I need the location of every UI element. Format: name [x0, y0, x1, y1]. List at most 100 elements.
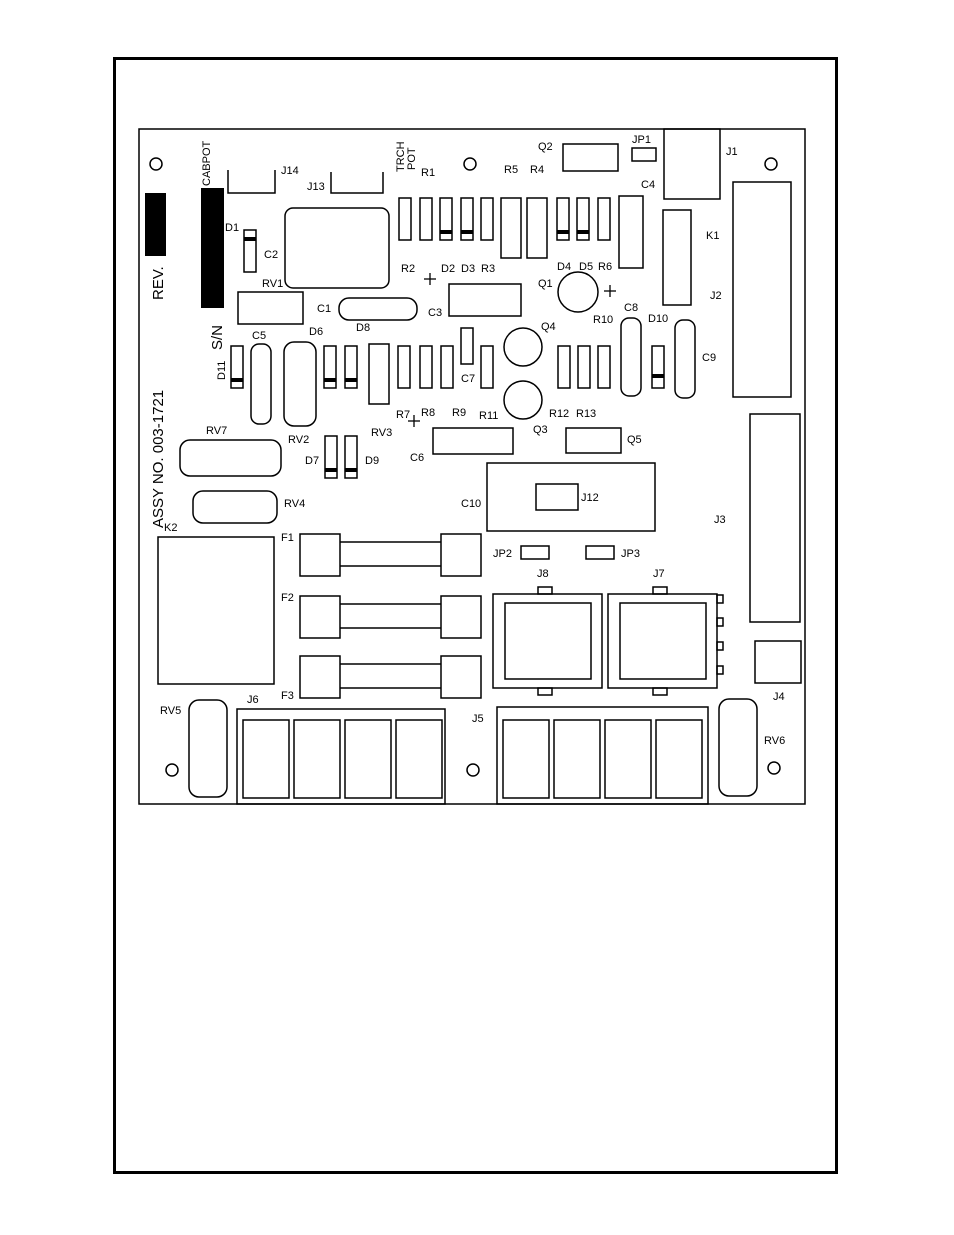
- label-rv3: RV3: [371, 427, 392, 439]
- label-c2: C2: [264, 249, 278, 261]
- jumper-jp1: [632, 148, 656, 161]
- label-d8: D8: [356, 322, 370, 334]
- label-f2: F2: [281, 592, 294, 604]
- label-d9: D9: [365, 455, 379, 467]
- capacitor-c9: [675, 320, 695, 398]
- label-j6: J6: [247, 694, 259, 706]
- label-c3: C3: [428, 307, 442, 319]
- label-d1: D1: [225, 222, 239, 234]
- resistor-r1: [420, 198, 432, 240]
- potentiometer-rv-top: [285, 208, 389, 288]
- label-d7: D7: [305, 455, 319, 467]
- label-rv2: RV2: [288, 434, 309, 446]
- label-d5: D5: [579, 261, 593, 273]
- resistor-r7: [398, 346, 410, 388]
- connector-j5: [497, 707, 708, 804]
- label-jp2: JP2: [493, 548, 512, 560]
- label-r4: R4: [530, 164, 544, 176]
- diode-band: [577, 230, 589, 234]
- connector-j13: [331, 172, 383, 193]
- transistor-q1: [558, 272, 598, 312]
- jumper-jp3: [586, 546, 614, 559]
- trimmer-rv7: [180, 440, 281, 476]
- mounting-hole: [166, 764, 178, 776]
- label-q1: Q1: [538, 278, 553, 290]
- rev-block: [145, 193, 166, 256]
- label-q2: Q2: [538, 141, 553, 153]
- label-q3: Q3: [533, 424, 548, 436]
- transistor-q2: [563, 144, 618, 171]
- sn-block: [201, 188, 224, 308]
- resistor-r6: [598, 198, 610, 240]
- mounting-hole: [464, 158, 476, 170]
- label-r13: R13: [576, 408, 596, 420]
- diode-band: [461, 230, 473, 234]
- transistor-q4: [504, 328, 542, 366]
- connector-j12: [536, 484, 578, 510]
- label-f3: F3: [281, 690, 294, 702]
- label-c7: C7: [461, 373, 475, 385]
- transistor-q3: [504, 381, 542, 419]
- label-q5: Q5: [627, 434, 642, 446]
- diode-band: [345, 468, 357, 472]
- label-c4: C4: [641, 179, 655, 191]
- label-r12: R12: [549, 408, 569, 420]
- label-d6: D6: [309, 326, 323, 338]
- label-k2: K2: [164, 522, 177, 534]
- diode-band: [652, 374, 664, 378]
- capacitor-c3: [449, 284, 521, 316]
- resistor-r3: [481, 198, 493, 240]
- resistor-rv3: [369, 344, 389, 404]
- fuse-f2: [300, 596, 481, 638]
- diode-d1: [244, 230, 256, 272]
- diode-band: [325, 468, 337, 472]
- label-r9: R9: [452, 407, 466, 419]
- label-c10: C10: [461, 498, 481, 510]
- connector-j8: [493, 587, 602, 695]
- sn-label: S/N: [209, 325, 226, 350]
- capacitor-c7: [461, 328, 473, 364]
- trimmer-rv4: [193, 491, 277, 523]
- label-r3: R3: [481, 263, 495, 275]
- diode-band: [440, 230, 452, 234]
- label-j2: J2: [710, 290, 722, 302]
- label-rv5: RV5: [160, 705, 181, 717]
- fuse-f3: [300, 656, 481, 698]
- label-j4: J4: [773, 691, 785, 703]
- capacitor-c5: [251, 344, 271, 424]
- connector-j7: [608, 587, 723, 695]
- label-c5: C5: [252, 330, 266, 342]
- label-j7: J7: [653, 568, 665, 580]
- label-rv4: RV4: [284, 498, 305, 510]
- label-jp1: JP1: [632, 134, 651, 146]
- resistor-r2: [399, 198, 411, 240]
- pot-label: POT: [406, 147, 418, 170]
- relay-k1: [663, 210, 691, 305]
- assy-number-label: ASSY NO. 003-1721: [150, 390, 167, 528]
- connector-j14: [228, 170, 275, 193]
- connector-j6: [237, 709, 445, 804]
- mounting-hole: [150, 158, 162, 170]
- resistor-r11: [481, 346, 493, 388]
- label-q4: Q4: [541, 321, 556, 333]
- label-j12: J12: [581, 492, 599, 504]
- trimmer-rv6: [719, 699, 757, 796]
- diode-d10: [652, 346, 664, 388]
- label-c1: C1: [317, 303, 331, 315]
- label-r10: R10: [593, 314, 613, 326]
- connector-j2: [733, 182, 791, 397]
- label-c9: C9: [702, 352, 716, 364]
- cabpot-label: CABPOT: [201, 140, 213, 186]
- resistor-r12: [558, 346, 570, 388]
- label-d3: D3: [461, 263, 475, 275]
- resistor-r9: [441, 346, 453, 388]
- trimmer-rv5: [189, 700, 227, 797]
- transistor-q5: [566, 428, 621, 453]
- trimmer-rv2: [284, 342, 316, 426]
- connector-j4: [755, 641, 801, 683]
- label-c8: C8: [624, 302, 638, 314]
- label-j14: J14: [281, 165, 299, 177]
- rev-label: REV.: [150, 266, 167, 300]
- relay-k2: [158, 537, 274, 684]
